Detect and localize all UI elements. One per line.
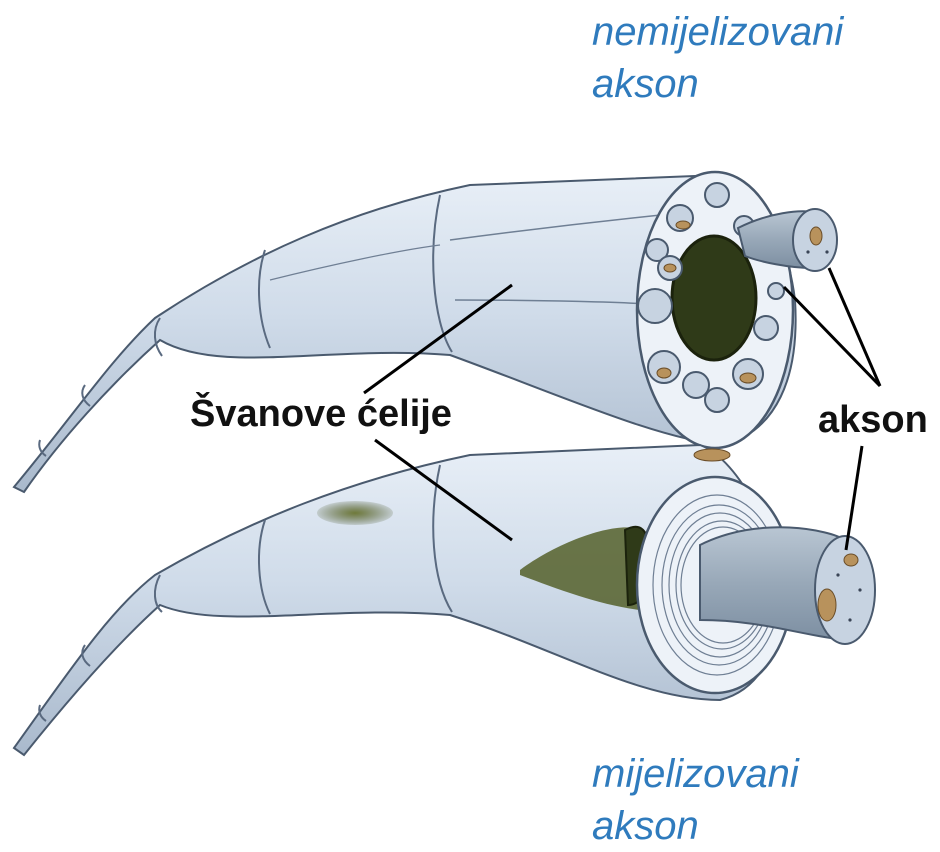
axon-label: akson — [818, 398, 928, 442]
unmyelinated-axon-caption: nemijelizovani akson — [592, 6, 843, 110]
caption-line: mijelizovani — [592, 752, 799, 796]
schwann-nucleus-faint — [317, 501, 393, 525]
myelinated-axon-caption: mijelizovani akson — [592, 748, 799, 852]
pointer-axon-top-1 — [829, 268, 880, 386]
caption-line: akson — [592, 62, 699, 106]
myelinated-fiber — [14, 440, 875, 755]
caption-line: akson — [592, 804, 699, 848]
schwann-cells-label: Švanove ćelije — [190, 392, 452, 436]
pointer-axon-top-2 — [784, 287, 880, 386]
schwann-nucleus — [672, 236, 756, 360]
pointer-axon-bottom — [846, 446, 862, 550]
caption-line: nemijelizovani — [592, 10, 843, 54]
unmyelinated-fiber — [14, 172, 880, 492]
